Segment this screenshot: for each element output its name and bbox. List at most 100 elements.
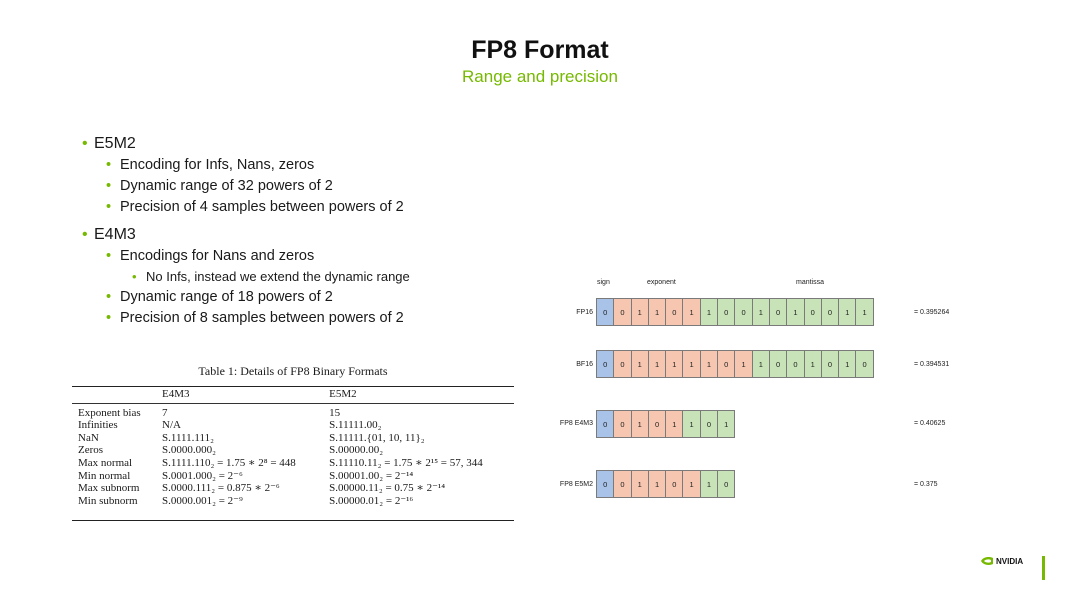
diagram-row-label-bf16: BF16 [576,361,593,368]
bullet-e4m3-no-infs: •No Infs, instead we extend the dynamic … [132,269,410,284]
slide-subtitle: Range and precision [462,67,618,86]
cell-e4m3: N/A [162,419,181,432]
exponent-bit: 0 [647,410,667,438]
diagram-row-label-fp16: FP16 [576,309,593,316]
exponent-bit: 0 [665,470,684,498]
bullet-e5m2-range: •Dynamic range of 32 powers of 2 [106,178,333,194]
exponent-bit: 0 [613,298,632,326]
table-caption: Table 1: Details of FP8 Binary Formats [198,364,388,378]
mantissa-bit: 0 [699,410,719,438]
exponent-bit: 1 [734,350,753,378]
table-row: NaN S.1111.111₂ S.11111.{01, 10, 11}₂ [72,432,514,445]
mantissa-bit: 0 [734,298,753,326]
bullet-e5m2: •E5M2 [82,135,136,152]
cell-e5m2: S.00000.11₂ = 0.75 ∗ 2⁻¹⁴ [329,482,446,495]
cell-e5m2: S.11111.00₂ [329,419,382,432]
bullet-e5m2-encoding: •Encoding for Infs, Nans, zeros [106,157,315,173]
exponent-bit: 1 [682,350,701,378]
diagram-value-fp16: = 0.395264 [914,309,950,316]
nvidia-eye-icon [981,557,993,565]
cell-e4m3: S.0000.001₂ = 2⁻⁹ [162,494,243,507]
cell-e5m2: S.00000.01₂ = 2⁻¹⁶ [329,494,414,507]
table-row: Zeros S.0000.000₂ S.00000.00₂ [72,444,514,457]
exponent-bit: 1 [630,410,649,438]
mantissa-bit: 0 [768,298,788,326]
exponent-bit: 1 [682,470,701,498]
mantissa-bit: 0 [768,350,788,378]
bullet-e4m3-precision: •Precision of 8 samples between powers o… [106,310,404,326]
diagram-value-fp8-e5m2: = 0.375 [914,481,938,488]
fp8-formats-table: E4M3 E5M2 Exponent bias 7 15 Infinities … [72,386,514,510]
table-bottom-rule [72,520,514,521]
mantissa-bit: 0 [855,350,874,378]
exponent-bit: 0 [665,298,684,326]
table-header-e5m2: E5M2 [323,386,514,404]
diagram-value-bf16: = 0.394531 [914,361,950,368]
row-label: Zeros [78,444,104,457]
mantissa-bit: 1 [751,350,770,378]
mantissa-bit: 1 [855,298,874,326]
table-top-rule [72,386,514,387]
mantissa-bit: 0 [786,350,805,378]
diagram-header-exponent: exponent [647,279,676,286]
accent-bar [1042,556,1045,580]
exponent-bit: 0 [613,470,632,498]
diagram-row-label-fp8-e4m3: FP8 E4M3 [559,420,593,427]
sign-bit: 0 [596,470,615,498]
cell-e4m3: S.1111.111₂ [162,431,214,444]
table-header-e4m3: E4M3 [156,386,324,404]
mantissa-bit: 0 [717,470,736,498]
exponent-bit: 1 [647,298,667,326]
table-row: Max subnorm S.0000.111₂ = 0.875 ∗ 2⁻⁶ S.… [72,482,514,495]
exponent-bit: 1 [647,350,667,378]
sign-bit: 0 [596,410,615,438]
row-label: Max normal [78,456,133,469]
exponent-bit: 1 [665,410,684,438]
mantissa-bit: 1 [751,298,770,326]
table-row: Exponent bias 7 15 [72,403,514,419]
nvidia-logo-text: NVIDIA [996,556,1024,566]
cell-e5m2: 15 [329,406,341,419]
bullet-e4m3-range: •Dynamic range of 18 powers of 2 [106,289,333,305]
table-row: Infinities N/A S.11111.00₂ [72,419,514,432]
bullet-e5m2-precision: •Precision of 4 samples between powers o… [106,199,404,215]
diagram-value-fp8-e4m3: = 0.40625 [914,420,946,427]
row-label: Exponent bias [78,406,141,419]
nvidia-logo: NVIDIA [980,554,1030,568]
diagram-row-label-fp8-e5m2: FP8 E5M2 [559,481,593,488]
exponent-bit: 1 [630,298,649,326]
cell-e4m3: S.0001.000₂ = 2⁻⁶ [162,469,243,482]
table-row: Min normal S.0001.000₂ = 2⁻⁶ S.00001.00₂… [72,470,514,483]
exponent-bit: 0 [613,350,632,378]
exponent-bit: 1 [665,350,684,378]
exponent-bit: 1 [630,350,649,378]
slide-title: FP8 Format [471,36,609,64]
exponent-bit: 1 [699,350,719,378]
sign-bit: 0 [596,298,615,326]
diagram-header-mantissa: mantissa [796,279,825,286]
row-label: Max subnorm [78,482,140,495]
exponent-bit: 0 [613,410,632,438]
cell-e4m3: S.1111.110₂ = 1.75 ∗ 2⁸ = 448 [162,456,296,469]
row-label: NaN [78,431,99,444]
sign-bit: 0 [596,350,615,378]
cell-e5m2: S.00001.00₂ = 2⁻¹⁴ [329,469,414,482]
exponent-bit: 1 [647,470,667,498]
mantissa-bit: 0 [717,298,736,326]
cell-e4m3: S.0000.000₂ [162,444,216,457]
mantissa-bit: 1 [682,410,701,438]
cell-e5m2: S.11110.11₂ = 1.75 ∗ 2¹⁵ = 57, 344 [329,456,483,469]
cell-e4m3: S.0000.111₂ = 0.875 ∗ 2⁻⁶ [162,482,280,495]
row-label: Infinities [78,419,118,432]
mantissa-bit: 0 [820,298,840,326]
row-label: Min subnorm [78,494,138,507]
table-header-empty [72,386,156,404]
bullet-e4m3: •E4M3 [82,226,136,243]
table-row: Max normal S.1111.110₂ = 1.75 ∗ 2⁸ = 448… [72,457,514,470]
exponent-bit: 1 [682,298,701,326]
exponent-bit: 1 [630,470,649,498]
